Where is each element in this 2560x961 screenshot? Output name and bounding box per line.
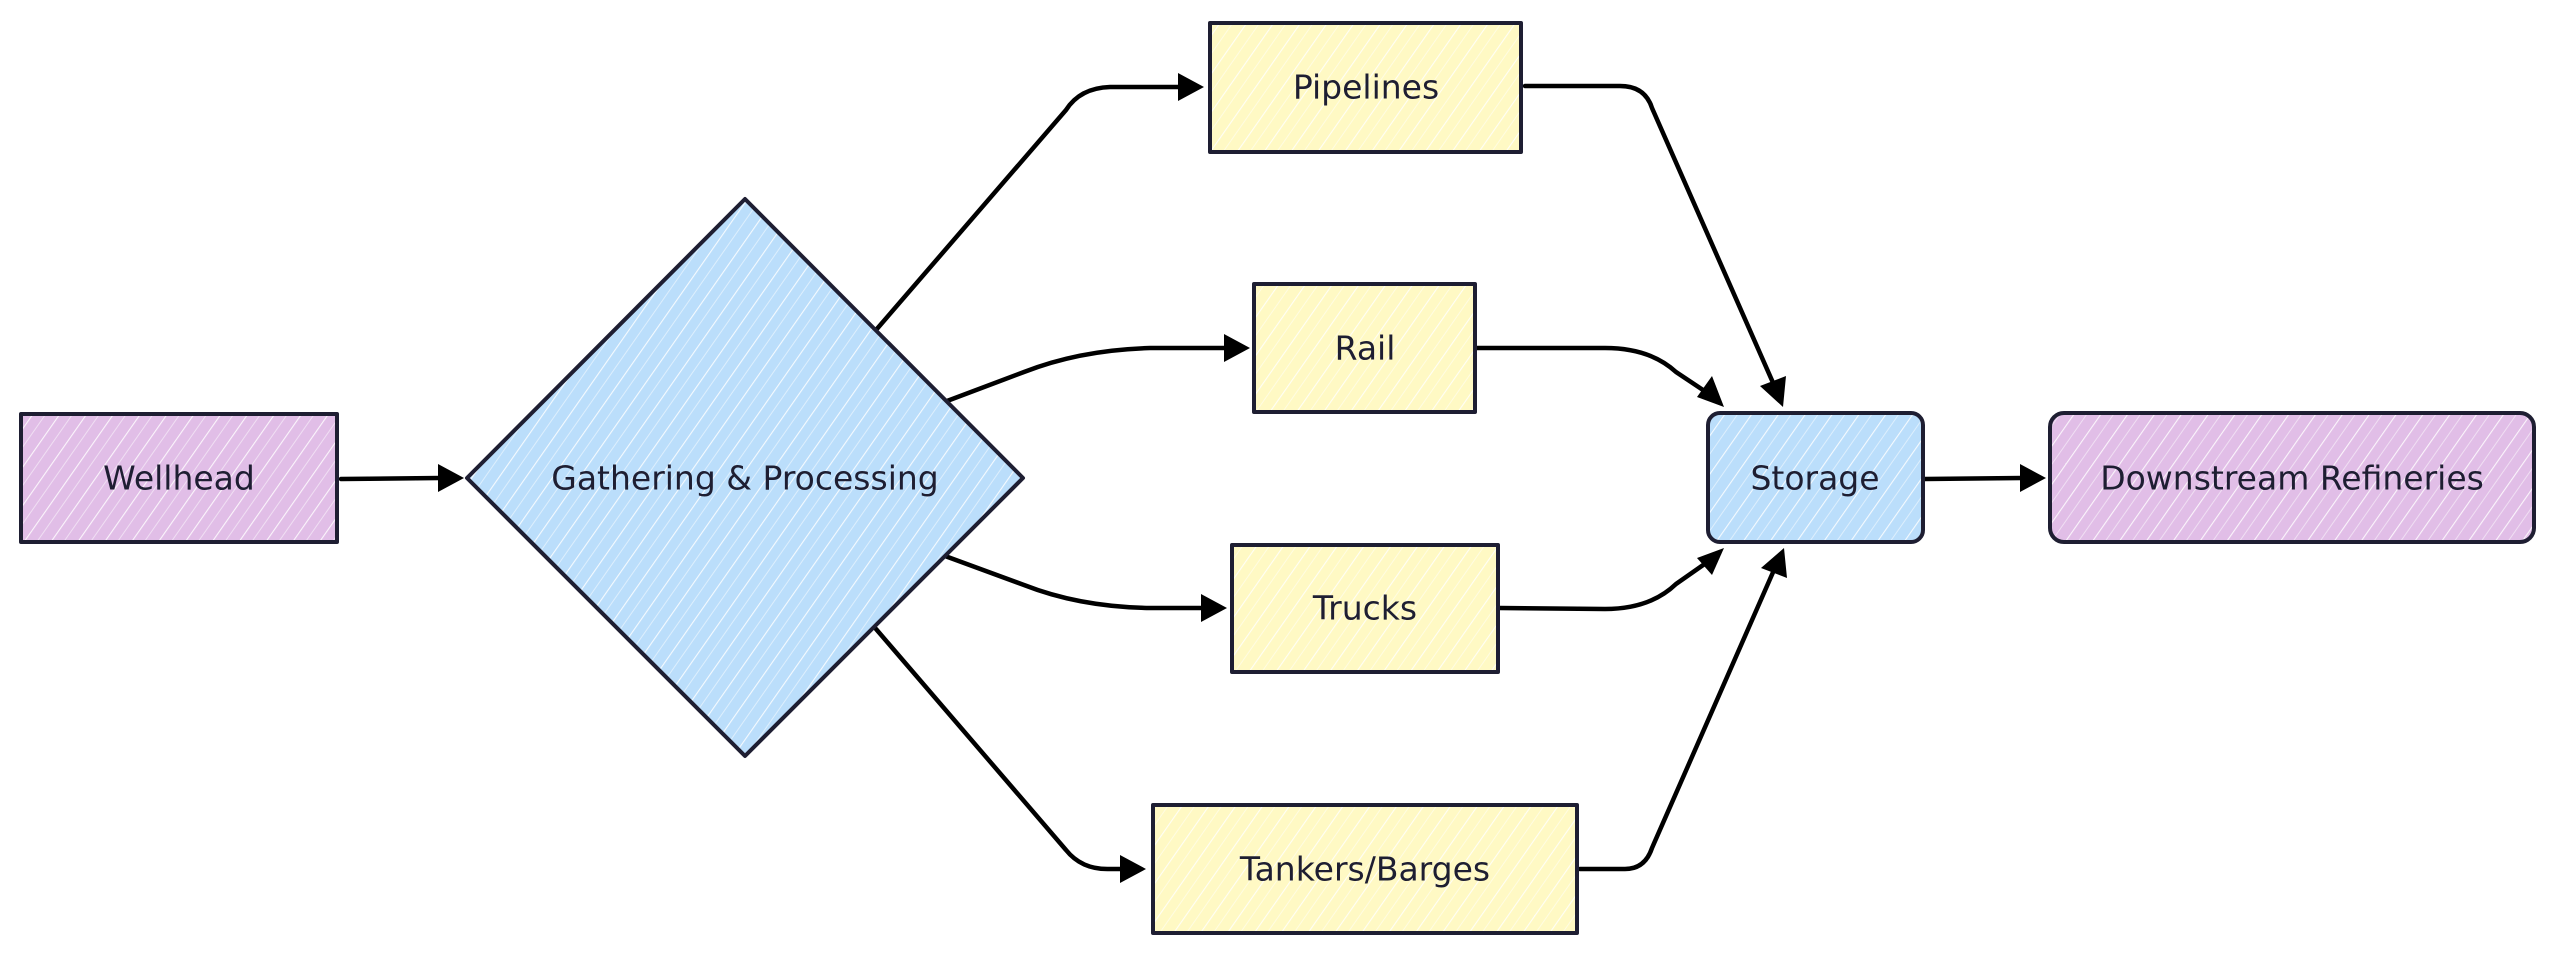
edge-trucks-to-storage[interactable] <box>1497 548 1724 612</box>
node-gathering-label: Gathering & Processing <box>551 459 938 498</box>
node-rail[interactable]: Rail <box>1252 282 1477 414</box>
node-trucks[interactable]: Trucks <box>1230 543 1500 674</box>
node-downstream-refineries[interactable]: Downstream Refineries <box>2048 411 2536 544</box>
node-storage-label: Storage <box>1750 459 1879 498</box>
edge-wellhead-to-gathering[interactable] <box>338 464 464 492</box>
node-rail-label: Rail <box>1335 329 1396 368</box>
edge-gathering-to-rail[interactable] <box>944 334 1250 404</box>
node-tankers-label: Tankers/Barges <box>1239 850 1490 889</box>
edge-rail-to-storage[interactable] <box>1474 345 1724 407</box>
node-pipelines-label: Pipelines <box>1293 68 1439 107</box>
edge-tankers-to-storage[interactable] <box>1577 548 1787 872</box>
edge-gathering-to-trucks[interactable] <box>942 553 1227 622</box>
node-wellhead[interactable]: Wellhead <box>19 412 339 544</box>
node-tankers-barges[interactable]: Tankers/Barges <box>1151 803 1579 935</box>
node-refineries-label: Downstream Refineries <box>2100 459 2484 498</box>
node-storage[interactable]: Storage <box>1706 411 1925 544</box>
edge-storage-to-refineries[interactable] <box>1922 464 2046 492</box>
node-trucks-label: Trucks <box>1312 589 1417 628</box>
edge-pipelines-to-storage[interactable] <box>1522 83 1786 407</box>
edge-gathering-to-pipelines[interactable] <box>873 73 1204 333</box>
edges <box>338 73 2046 883</box>
edge-gathering-to-tankers[interactable] <box>873 626 1146 883</box>
node-pipelines[interactable]: Pipelines <box>1208 21 1523 154</box>
node-gathering-processing[interactable]: Gathering & Processing <box>465 197 1025 758</box>
node-wellhead-label: Wellhead <box>103 459 255 498</box>
